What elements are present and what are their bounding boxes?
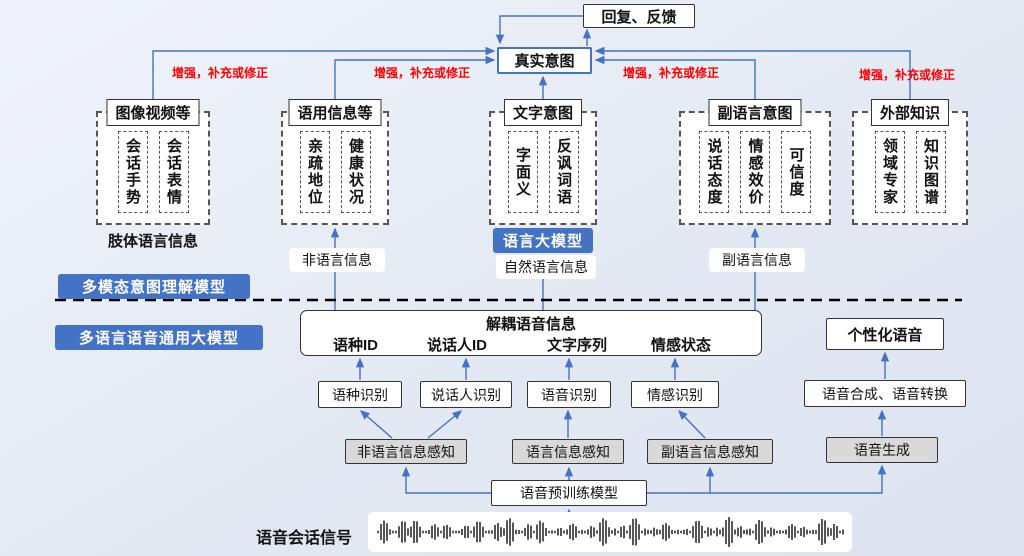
group-title: 副语言意图 bbox=[708, 99, 802, 126]
group-item: 会话手势 bbox=[117, 131, 148, 213]
enhance-label-4: 增强，补充或修正 bbox=[859, 68, 956, 82]
paralinguistic-caption: 副语言信息 bbox=[709, 248, 805, 272]
non-linguistic-perception-box: 非语言信息感知 bbox=[345, 439, 467, 464]
speaker-recognition-box: 说话人识别 bbox=[420, 381, 512, 408]
true-intent-box: 真实意图 bbox=[497, 47, 592, 74]
group-title: 语用信息等 bbox=[288, 99, 382, 126]
non-linguistic-caption: 非语言信息 bbox=[289, 248, 385, 272]
group-title: 图像视频等 bbox=[106, 99, 200, 126]
group-item: 字面义 bbox=[507, 131, 538, 213]
group-external-knowledge: 外部知识 领域专家 知识图谱 bbox=[852, 99, 968, 225]
decoupled-title: 解耦语音信息 bbox=[485, 316, 576, 333]
waveform-svg bbox=[377, 517, 844, 547]
group-item: 健康状况 bbox=[340, 131, 371, 213]
paralinguistic-perception-box: 副语言信息感知 bbox=[647, 439, 773, 464]
group-item: 情感效价 bbox=[740, 131, 770, 213]
group-title: 文字意图 bbox=[503, 99, 583, 126]
signal-label: 语音会话信号 bbox=[256, 530, 353, 547]
group-image-video: 图像视频等 会话手势 会话表情 bbox=[96, 99, 210, 225]
llm-box: 语言大模型 bbox=[493, 228, 593, 253]
pretrain-model-box: 语音预训练模型 bbox=[491, 480, 647, 506]
group-item: 反讽词语 bbox=[548, 131, 579, 213]
synthesis-conversion-box: 语音合成、语音转换 bbox=[804, 380, 966, 407]
decoupled-item-language-id: 语种ID bbox=[333, 337, 379, 354]
emotion-recognition-box: 情感识别 bbox=[631, 381, 719, 408]
waveform bbox=[368, 512, 852, 552]
linguistic-perception-box: 语言信息感知 bbox=[512, 439, 624, 464]
speech-generation-box: 语音生成 bbox=[826, 437, 938, 463]
group-text-intent: 文字意图 字面义 反讽词语 bbox=[489, 99, 597, 225]
section-label-multilingual: 多语言语音通用大模型 bbox=[55, 325, 263, 350]
enhance-label-1: 增强，补充或修正 bbox=[172, 66, 269, 80]
feedback-box: 回复、反馈 bbox=[583, 4, 695, 28]
decoupled-item-text-sequence: 文字序列 bbox=[547, 337, 608, 354]
group-item: 知识图谱 bbox=[915, 131, 946, 213]
group-title: 外部知识 bbox=[870, 99, 950, 126]
group-item: 会话表情 bbox=[158, 131, 189, 213]
natural-language-caption: 自然语言信息 bbox=[496, 255, 596, 279]
enhance-label-3: 增强，补充或修正 bbox=[623, 66, 720, 80]
group-item: 说话态度 bbox=[699, 131, 729, 213]
group-paralinguistic-intent: 副语言意图 说话态度 情感效价 可信度 bbox=[679, 99, 831, 225]
group-item: 亲疏地位 bbox=[299, 131, 330, 213]
group-frame bbox=[489, 111, 597, 225]
decoupled-item-speaker-id: 说话人ID bbox=[427, 337, 488, 354]
group-frame bbox=[281, 111, 389, 225]
group-item: 领域专家 bbox=[874, 131, 905, 213]
decoupled-item-emotion-state: 情感状态 bbox=[651, 337, 712, 354]
group-frame bbox=[852, 111, 968, 225]
speech-recognition-box: 语音识别 bbox=[527, 381, 611, 408]
group-pragmatic-info: 语用信息等 亲疏地位 健康状况 bbox=[281, 99, 389, 225]
section-label-multimodal: 多模态意图理解模型 bbox=[58, 274, 250, 299]
enhance-label-2: 增强，补充或修正 bbox=[374, 66, 471, 80]
group-item: 可信度 bbox=[781, 131, 811, 213]
language-recognition-box: 语种识别 bbox=[318, 381, 402, 408]
body-language-caption: 肢体语言信息 bbox=[107, 233, 198, 250]
decoupled-speech-box: 解耦语音信息 语种ID 说话人ID 文字序列 情感状态 bbox=[300, 310, 762, 356]
personalized-speech-box: 个性化语音 bbox=[826, 318, 944, 350]
